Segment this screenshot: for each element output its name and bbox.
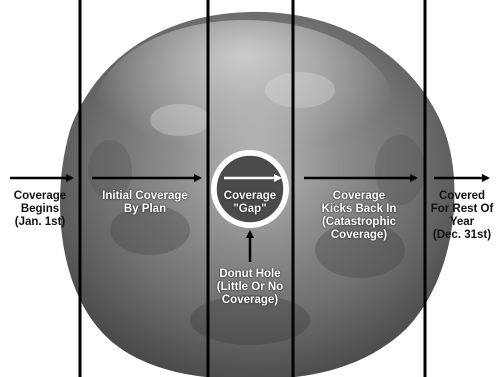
label-coverage-gap: Coverage "Gap" <box>214 190 286 216</box>
label-coverage-begins: Coverage Begins (Jan. 1st) <box>2 190 78 229</box>
label-initial-coverage: Initial Coverage By Plan <box>86 190 204 216</box>
label-kicks-back-in: Coverage Kicks Back In (Catastrophic Cov… <box>297 190 421 242</box>
label-donut-hole: Donut Hole (Little Or No Coverage) <box>210 268 290 307</box>
label-covered-rest-of-year: Covered For Rest Of Year (Dec. 31st) <box>428 190 496 242</box>
